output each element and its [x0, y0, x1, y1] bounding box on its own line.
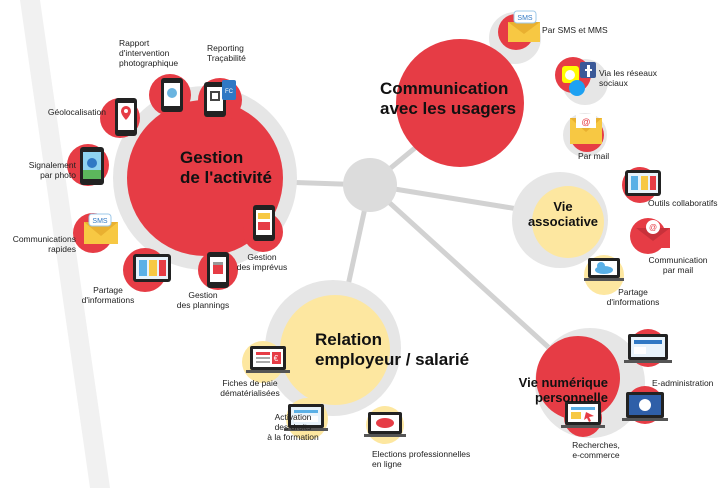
label-geolocalisation: Géolocalisation	[47, 107, 106, 117]
sms-badge-text: SMS	[92, 218, 108, 225]
vote-laptop-icon	[364, 412, 406, 437]
government-laptop-icon	[622, 392, 668, 421]
label-signalement: Signalement par photo	[28, 160, 76, 180]
label-reseaux: Via les réseaux sociaux	[599, 68, 657, 88]
euro-symbol: €	[274, 354, 279, 363]
hub-relation-text: Relation employeur / salarié	[315, 330, 470, 369]
social-networks-icon	[562, 62, 596, 96]
label-imprevus: Gestion des imprévus	[236, 252, 288, 272]
numerique-hub	[536, 336, 620, 420]
alert-phone-icon	[253, 205, 275, 241]
red-envelope-symbol: @	[649, 223, 657, 232]
sms-mms-envelope-icon: SMS	[508, 10, 540, 42]
label-comm-mail: Communication par mail	[648, 255, 708, 275]
label-activation: Activation des droits à la formation	[267, 412, 319, 442]
label-recherches: Recherches, e-commerce	[572, 440, 620, 460]
hub-title-relation: Relation employeur / salarié	[315, 330, 469, 369]
camera-phone-icon	[161, 78, 183, 112]
label-partage-asso: Partage d'informations	[606, 287, 660, 307]
label-reporting: Reporting Traçabilité	[207, 43, 246, 63]
label-communications-rapides: Communications rapides	[12, 234, 76, 254]
badge-text: FC	[225, 89, 234, 95]
sms-envelope-icon: SMS	[84, 213, 118, 244]
hub-title-gestion: Gestion de l'activité	[180, 148, 272, 187]
hub-numerique-text: Vie numérique personnelle	[518, 375, 608, 405]
photo-phone-icon	[80, 147, 104, 185]
hub-associative-text: Vie associative	[527, 199, 599, 229]
label-rapport: Rapport d'intervention photographique	[119, 38, 179, 68]
associative-hub	[532, 186, 604, 258]
label-plannings: Gestion des plannings	[176, 290, 230, 310]
label-partage-gestion: Partage d'informations	[81, 285, 135, 305]
payslip-laptop-icon: €	[246, 346, 290, 373]
label-outils: Outils collaboratifs	[648, 198, 718, 208]
background-stripe	[20, 0, 110, 488]
tablet-docs-icon	[133, 254, 171, 282]
mail-envelope-icon: @	[570, 114, 602, 144]
hub-gestion-text: Gestion de l'activité	[180, 148, 272, 187]
hub-communication-text: Communication avec les usagers	[380, 79, 517, 118]
mail-envelope-symbol: @	[581, 117, 590, 127]
e-administration-laptop-icon	[624, 334, 672, 363]
hub-title-numerique: Vie numérique personnelle	[508, 375, 608, 406]
training-laptop-icon	[284, 404, 328, 431]
calendar-phone-icon	[207, 252, 229, 288]
map-pin-phone-icon	[115, 98, 137, 136]
hub-title-associative: Vie associative	[523, 199, 603, 230]
cloud-laptop-icon	[584, 258, 624, 281]
gestion-hub	[127, 100, 283, 256]
label-elections: Elections professionnelles en ligne	[372, 449, 471, 469]
red-envelope-icon: @	[636, 220, 670, 248]
shopping-laptop-icon	[561, 401, 605, 428]
label-mail: Par mail	[578, 151, 610, 161]
sms-mms-badge-text: SMS	[517, 15, 533, 22]
qr-phone-icon: FC	[204, 80, 236, 117]
label-fiches: Fiches de paie dématérialisées	[220, 378, 280, 398]
relation-hub	[280, 295, 390, 405]
central-hub	[343, 158, 397, 212]
communication-hub	[396, 39, 524, 167]
label-sms: Par SMS et MMS	[542, 25, 608, 35]
hub-title-communication: Communication avec les usagers	[380, 79, 516, 118]
label-eadmin: E-administration	[652, 378, 714, 388]
collaborative-tablet-icon	[625, 170, 661, 196]
